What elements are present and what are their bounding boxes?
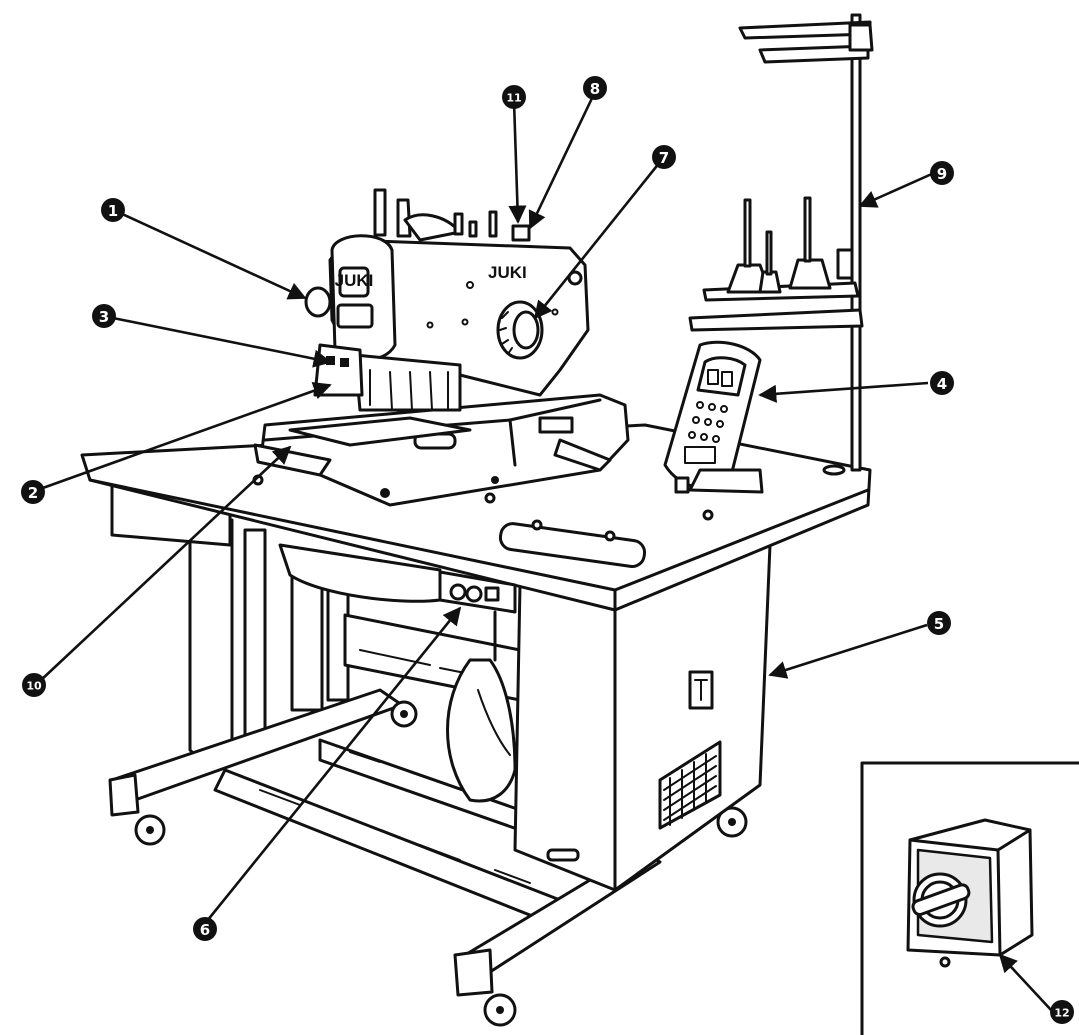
callout-1: 1 <box>101 198 125 222</box>
callout-12: 12 <box>1050 1000 1074 1024</box>
svg-text:12: 12 <box>1054 1007 1069 1020</box>
svg-text:5: 5 <box>934 615 944 633</box>
svg-text:4: 4 <box>937 375 947 393</box>
svg-text:10: 10 <box>26 680 42 693</box>
thread-stand <box>688 13 874 476</box>
control-box <box>513 543 772 892</box>
callout-8: 8 <box>583 76 607 100</box>
pedal-switch <box>438 570 517 662</box>
callout-5: 5 <box>927 611 951 635</box>
callout-9: 9 <box>930 161 954 185</box>
svg-text:7: 7 <box>659 149 669 167</box>
thread-waste-bag <box>446 658 517 803</box>
callout-2: 2 <box>21 480 45 504</box>
svg-text:11: 11 <box>506 92 521 105</box>
brand-label: JUKI <box>488 263 527 282</box>
svg-text:3: 3 <box>99 308 109 326</box>
callout-7: 7 <box>652 145 676 169</box>
callout-6: 6 <box>193 917 217 941</box>
callout-4: 4 <box>930 371 954 395</box>
power-switch-inset <box>860 761 1079 1035</box>
leader-lines <box>39 93 1053 1012</box>
svg-text:8: 8 <box>590 80 600 98</box>
svg-text:2: 2 <box>28 484 38 502</box>
casters <box>134 700 748 1027</box>
machine-head: JUKI JUKI <box>304 188 590 412</box>
svg-text:9: 9 <box>937 165 947 183</box>
callout-11: 11 <box>502 85 526 109</box>
head-brand-label: JUKI <box>335 271 374 290</box>
callout-3: 3 <box>92 304 116 328</box>
machine-bed <box>253 393 630 507</box>
svg-text:1: 1 <box>108 202 118 220</box>
operation-panel <box>663 340 764 494</box>
callout-10: 10 <box>22 673 46 697</box>
svg-text:6: 6 <box>200 921 210 939</box>
